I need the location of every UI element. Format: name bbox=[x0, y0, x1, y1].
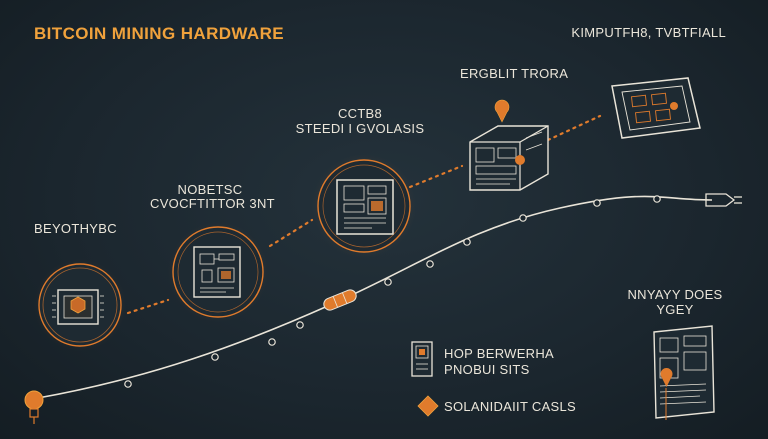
top-right-label: KIMPUTFH8, TVBTFIALL bbox=[571, 25, 726, 40]
connector-3-4 bbox=[408, 164, 464, 189]
lightbulb-icon bbox=[24, 390, 44, 424]
stage-2-gpu bbox=[168, 222, 268, 322]
legend-item-2-label: SOLANIDAIIT CASLS bbox=[444, 399, 577, 414]
dotted-connectors bbox=[126, 114, 602, 315]
stage-2-label-line-1: NOBETSC bbox=[177, 182, 243, 197]
connector-1-2 bbox=[126, 298, 170, 315]
stage-3-fpga bbox=[312, 154, 416, 258]
timeline-dot bbox=[124, 380, 132, 388]
stage-1-label: BEYOTHYBC bbox=[34, 221, 117, 236]
circuit-board-right bbox=[653, 325, 715, 420]
timeline-dot bbox=[593, 199, 601, 207]
connector-2-3 bbox=[268, 218, 314, 248]
stage-4-label: ERGBLIT TRORA bbox=[460, 66, 569, 81]
legend-chip-icon bbox=[411, 341, 433, 377]
timeline-curve bbox=[37, 195, 713, 399]
timeline-dot bbox=[296, 321, 304, 329]
timeline-dot bbox=[211, 353, 219, 361]
timeline-dot bbox=[426, 260, 434, 268]
plug-icon bbox=[705, 193, 742, 207]
stage-4-asic bbox=[469, 99, 549, 191]
stage-5-mining-rig bbox=[611, 77, 701, 139]
stage-2-label-line-2: CVOCFTITTOR 3NT bbox=[150, 196, 275, 211]
stage-3-label-line-2: STEEDI I GVOLASIS bbox=[295, 121, 425, 136]
right-label-line-1: NNYAYY DOES bbox=[627, 287, 723, 302]
connector-4-5 bbox=[546, 114, 602, 142]
timeline-dot bbox=[268, 338, 276, 346]
capsule-icon bbox=[323, 289, 357, 311]
timeline-dots bbox=[124, 195, 661, 388]
timeline-dot bbox=[519, 214, 527, 222]
timeline-dot bbox=[653, 195, 661, 203]
diagram-title: BITCOIN MINING HARDWARE bbox=[34, 24, 285, 43]
legend-diamond-icon bbox=[417, 395, 439, 417]
stage-1-cpu bbox=[34, 259, 126, 351]
legend-item-1-line-2: PNOBUI SITS bbox=[444, 362, 530, 377]
right-label-line-2: YGEY bbox=[656, 302, 694, 317]
stage-3-label-line-1: CCTB8 bbox=[337, 106, 383, 121]
timeline-dot bbox=[384, 278, 392, 286]
legend-item-1-line-1: HOP BERWERHA bbox=[444, 346, 555, 361]
timeline-dot bbox=[463, 238, 471, 246]
